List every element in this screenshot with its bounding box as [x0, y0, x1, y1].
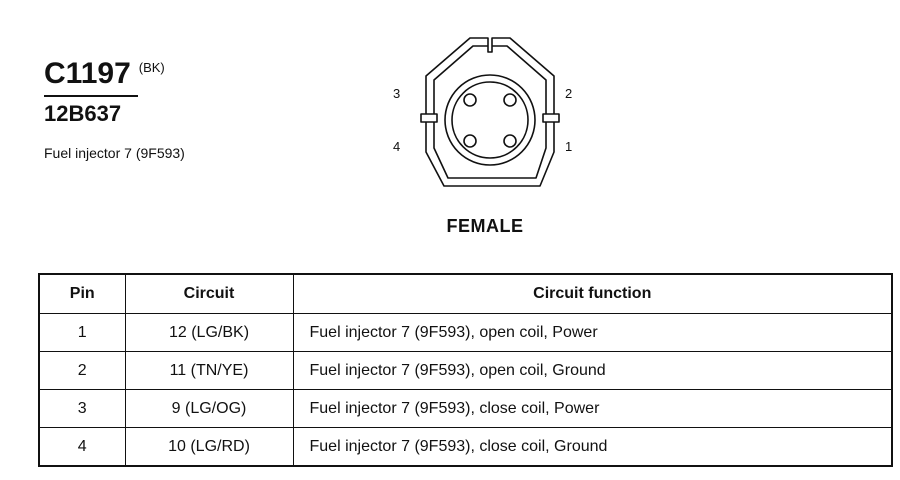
function-cell: Fuel injector 7 (9F593), close coil, Gro…	[292, 427, 893, 467]
table-row: 1 12 (LG/BK) Fuel injector 7 (9F593), op…	[38, 313, 893, 352]
connector-header: C1197 (BK) 12B637 Fuel injector 7 (9F593)	[44, 58, 185, 161]
header-pin: Pin	[38, 273, 126, 314]
pinout-table: Pin Circuit Circuit function 1 12 (LG/BK…	[38, 273, 893, 467]
table-row: 3 9 (LG/OG) Fuel injector 7 (9F593), clo…	[38, 389, 893, 428]
divider	[44, 95, 138, 97]
function-cell: Fuel injector 7 (9F593), open coil, Grou…	[292, 351, 893, 390]
connector-id: C1197	[44, 57, 131, 90]
circuit-cell: 10 (LG/RD)	[124, 427, 294, 467]
circuit-cell: 11 (TN/YE)	[124, 351, 294, 390]
circuit-cell: 12 (LG/BK)	[124, 313, 294, 352]
table-row: 2 11 (TN/YE) Fuel injector 7 (9F593), op…	[38, 351, 893, 390]
pin-label-4: 4	[393, 139, 401, 154]
pin-cell: 3	[38, 389, 126, 428]
connector-face-icon	[420, 37, 560, 187]
connector-description: Fuel injector 7 (9F593)	[44, 145, 185, 161]
header-circuit: Circuit	[124, 273, 294, 314]
pin-label-2: 2	[565, 86, 573, 101]
gender-label: FEMALE	[446, 216, 524, 236]
table-row: 4 10 (LG/RD) Fuel injector 7 (9F593), cl…	[38, 427, 893, 467]
pin-label-3: 3	[393, 86, 401, 101]
pin-label-1: 1	[565, 139, 573, 154]
pin-cell: 2	[38, 351, 126, 390]
connector-color-code: (BK)	[138, 60, 165, 75]
table-header-row: Pin Circuit Circuit function	[38, 273, 893, 314]
connector-face-diagram: 3 2 4 1	[390, 34, 590, 194]
circuit-cell: 9 (LG/OG)	[124, 389, 294, 428]
function-cell: Fuel injector 7 (9F593), close coil, Pow…	[292, 389, 893, 428]
header-circuit-function: Circuit function	[292, 273, 893, 314]
part-number: 12B637	[44, 101, 122, 126]
pin-cell: 1	[38, 313, 126, 352]
function-cell: Fuel injector 7 (9F593), open coil, Powe…	[292, 313, 893, 352]
pin-cell: 4	[38, 427, 126, 467]
